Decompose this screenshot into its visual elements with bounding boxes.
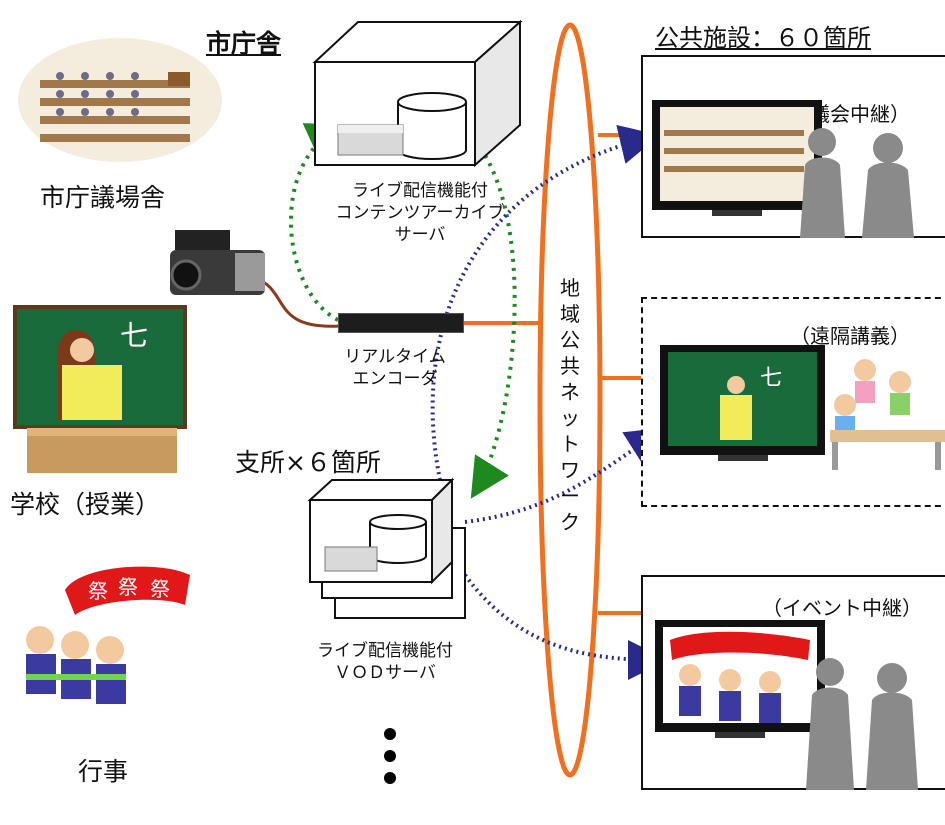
- facility-label-event: （イベント中継）: [762, 596, 922, 620]
- svg-text:七: 七: [760, 366, 782, 391]
- svg-text:祭: 祭: [150, 577, 170, 601]
- archive-server-label: ライブ配信機能付 コンテンツアーカイブ サーバ: [335, 181, 505, 245]
- ellipsis-dot: [384, 772, 396, 784]
- source-label-event: 行事: [78, 757, 129, 786]
- branch-title: 支所×６箇所: [235, 448, 381, 477]
- source-label-school: 学校（授業）: [10, 490, 161, 519]
- svg-text:七: 七: [120, 319, 148, 352]
- svg-text:祭: 祭: [118, 575, 138, 599]
- blue-link-1: [430, 124, 660, 481]
- green-loop-right: [460, 126, 517, 499]
- svg-text:祭: 祭: [88, 579, 108, 603]
- ellipsis-dot: [384, 728, 396, 740]
- facility-label-lecture: （遠隔講義）: [790, 324, 910, 348]
- encoder-device: [338, 313, 464, 333]
- ellipsis-dot: [384, 750, 396, 762]
- network-label: 地 域 公 共 ネ ッ ト ワ ー ク: [560, 276, 580, 534]
- vod-server-label: ライブ配信機能付 ＶＯＤサーバ: [317, 641, 453, 683]
- city-hall-title: 市庁舎: [206, 29, 282, 58]
- encoder-label: リアルタイム エンコーダ: [344, 347, 446, 389]
- green-loop-left: [288, 123, 348, 322]
- facilities-title: 公共施設：６０箇所: [655, 24, 871, 52]
- source-label-council: 市庁議場舎: [40, 183, 166, 212]
- network-ellipse: [537, 22, 603, 778]
- blue-link-2: [464, 427, 667, 524]
